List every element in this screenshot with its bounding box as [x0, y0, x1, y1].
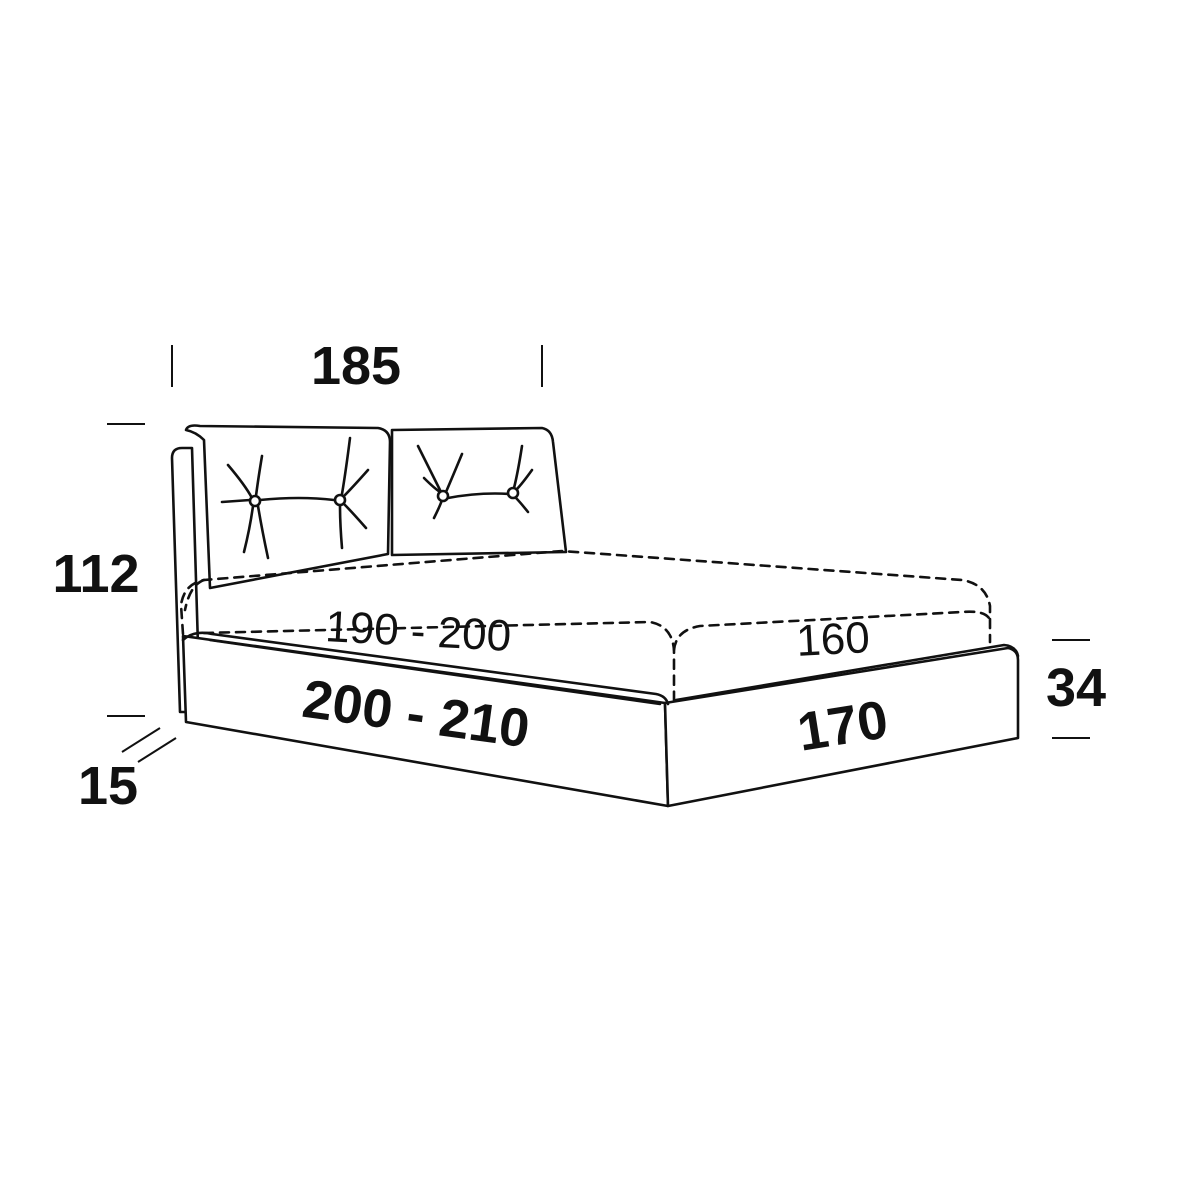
base-top-rim-right [674, 643, 1020, 702]
left-cushion [184, 424, 392, 590]
base-height-label: 34 [1046, 658, 1106, 718]
tufting-button-3 [416, 444, 512, 520]
depth-tick-2 [137, 737, 177, 763]
mattress-outline [179, 549, 992, 644]
mattress-end-edge [672, 610, 992, 652]
mattress-length-label: 190 - 200 [324, 602, 512, 661]
tufting-button-4 [506, 444, 534, 514]
headboard-depth-label: 15 [78, 756, 138, 816]
frame-width-label: 170 [793, 689, 891, 762]
base-top-rim [181, 631, 670, 706]
headboard-width-label: 185 [311, 336, 401, 396]
base-inner-lip [208, 638, 662, 706]
right-cushion [390, 426, 568, 557]
tufting-button-1 [220, 454, 336, 560]
mattress-width-label: 160 [795, 613, 871, 666]
mattress-front-edge [183, 578, 206, 612]
depth-tick-1 [121, 727, 161, 753]
total-height-label: 112 [52, 544, 139, 604]
tufting-button-2 [333, 436, 370, 550]
